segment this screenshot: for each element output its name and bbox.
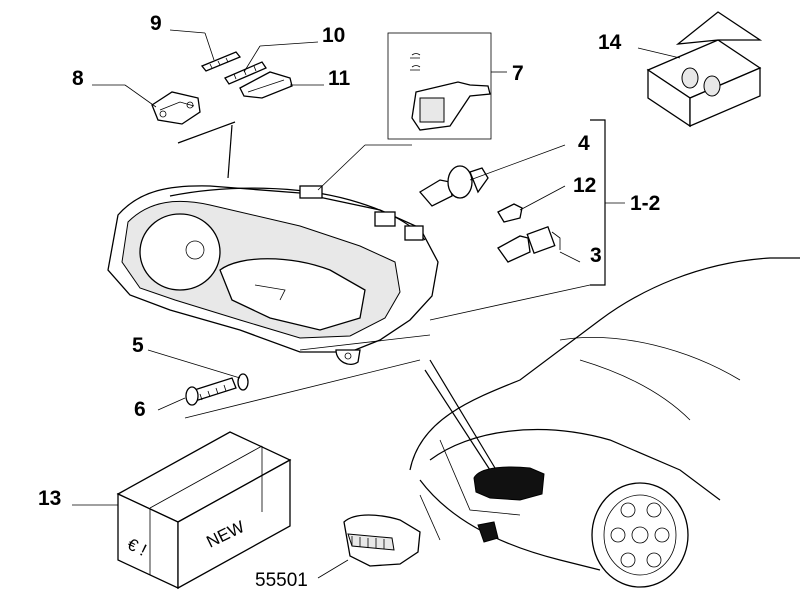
bulb-part-12	[497, 185, 566, 223]
bracket-1-2	[590, 119, 606, 286]
headlamp-assembly	[107, 144, 439, 365]
leader-to-car-2	[429, 359, 496, 469]
terminal-part-10	[224, 61, 267, 85]
bulb-part-3	[497, 226, 581, 263]
callout-7: 7	[512, 62, 524, 85]
leader-to-car	[424, 369, 491, 471]
drawing-code: 55501	[255, 570, 308, 591]
callout-3: 3	[590, 244, 602, 267]
headlamp-location-mark	[473, 466, 545, 501]
car-front-view	[409, 257, 800, 588]
screw-part-6	[185, 377, 237, 406]
callout-1-2: 1-2	[630, 192, 660, 215]
callout-9: 9	[150, 12, 162, 35]
bulb-kit-part-14	[637, 11, 763, 128]
callout-6: 6	[134, 398, 146, 421]
foglamp-location-mark	[477, 521, 499, 543]
callout-12: 12	[573, 174, 596, 197]
wiring-part-11	[239, 71, 293, 99]
connector-part-8	[151, 91, 201, 125]
callout-11: 11	[328, 67, 351, 90]
callout-14: 14	[598, 31, 622, 54]
bulb-part-4	[419, 144, 566, 207]
side-marker-lamp	[317, 514, 421, 579]
washer-part-5	[237, 373, 249, 391]
callout-5: 5	[132, 334, 144, 357]
cover-part-7-frame	[387, 32, 507, 140]
callout-4: 4	[578, 132, 590, 155]
crate-part-13	[72, 431, 292, 590]
callout-10: 10	[322, 24, 345, 47]
callout-13: 13	[38, 487, 61, 510]
terminal-part-9	[200, 51, 242, 72]
callout-8: 8	[72, 67, 84, 90]
